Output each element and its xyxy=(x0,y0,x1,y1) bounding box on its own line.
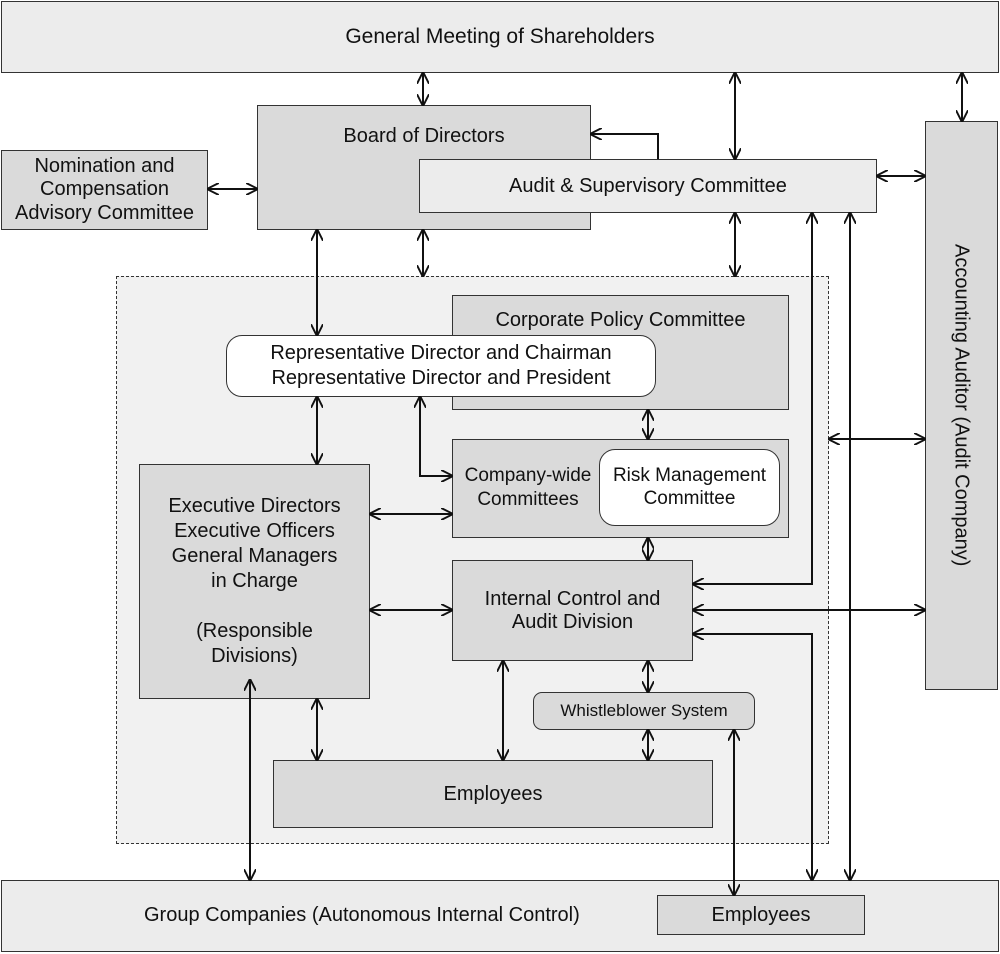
representative-directors: Representative Director and Chairman Rep… xyxy=(226,335,656,397)
general-meeting-label: General Meeting of Shareholders xyxy=(345,25,655,49)
audit-supervisory-committee-label: Audit & Supervisory Committee xyxy=(509,175,787,197)
arrow-representative-company-wide xyxy=(420,397,452,476)
arrow-audit-committee-to-board xyxy=(591,134,659,159)
employees-label: Employees xyxy=(443,783,543,805)
internal-control-audit-division: Internal Control and Audit Division xyxy=(452,560,693,661)
corporate-policy-label: Corporate Policy Committee xyxy=(495,309,746,331)
group-employees-label: Employees xyxy=(711,904,811,926)
accounting-auditor: Accounting Auditor (Audit Company) xyxy=(925,121,998,690)
accounting-auditor-label: Accounting Auditor (Audit Company) xyxy=(950,244,973,567)
nomination-committee-label: Nomination and Compensation Advisory Com… xyxy=(15,154,194,224)
executive-directors-officers: Executive Directors Executive Officers G… xyxy=(139,464,370,699)
arrow-audit-committee-internal-control xyxy=(693,213,812,584)
audit-supervisory-committee: Audit & Supervisory Committee xyxy=(419,159,877,213)
board-of-directors-label: Board of Directors xyxy=(343,125,505,147)
executive-directors-label: Executive Directors Executive Officers G… xyxy=(168,495,341,667)
representative-directors-label: Representative Director and Chairman Rep… xyxy=(270,342,612,389)
nomination-compensation-committee: Nomination and Compensation Advisory Com… xyxy=(1,150,208,230)
employees-box: Employees xyxy=(273,760,713,828)
internal-control-label: Internal Control and Audit Division xyxy=(484,587,661,633)
group-companies-label: Group Companies (Autonomous Internal Con… xyxy=(144,904,580,926)
general-meeting-of-shareholders: General Meeting of Shareholders xyxy=(1,1,999,73)
group-employees-box: Employees xyxy=(657,895,865,935)
whistleblower-label: Whistleblower System xyxy=(560,700,728,720)
arrow-internal-control-group-companies xyxy=(693,634,812,880)
company-wide-committees-label: Company-wide Committees xyxy=(464,465,592,511)
